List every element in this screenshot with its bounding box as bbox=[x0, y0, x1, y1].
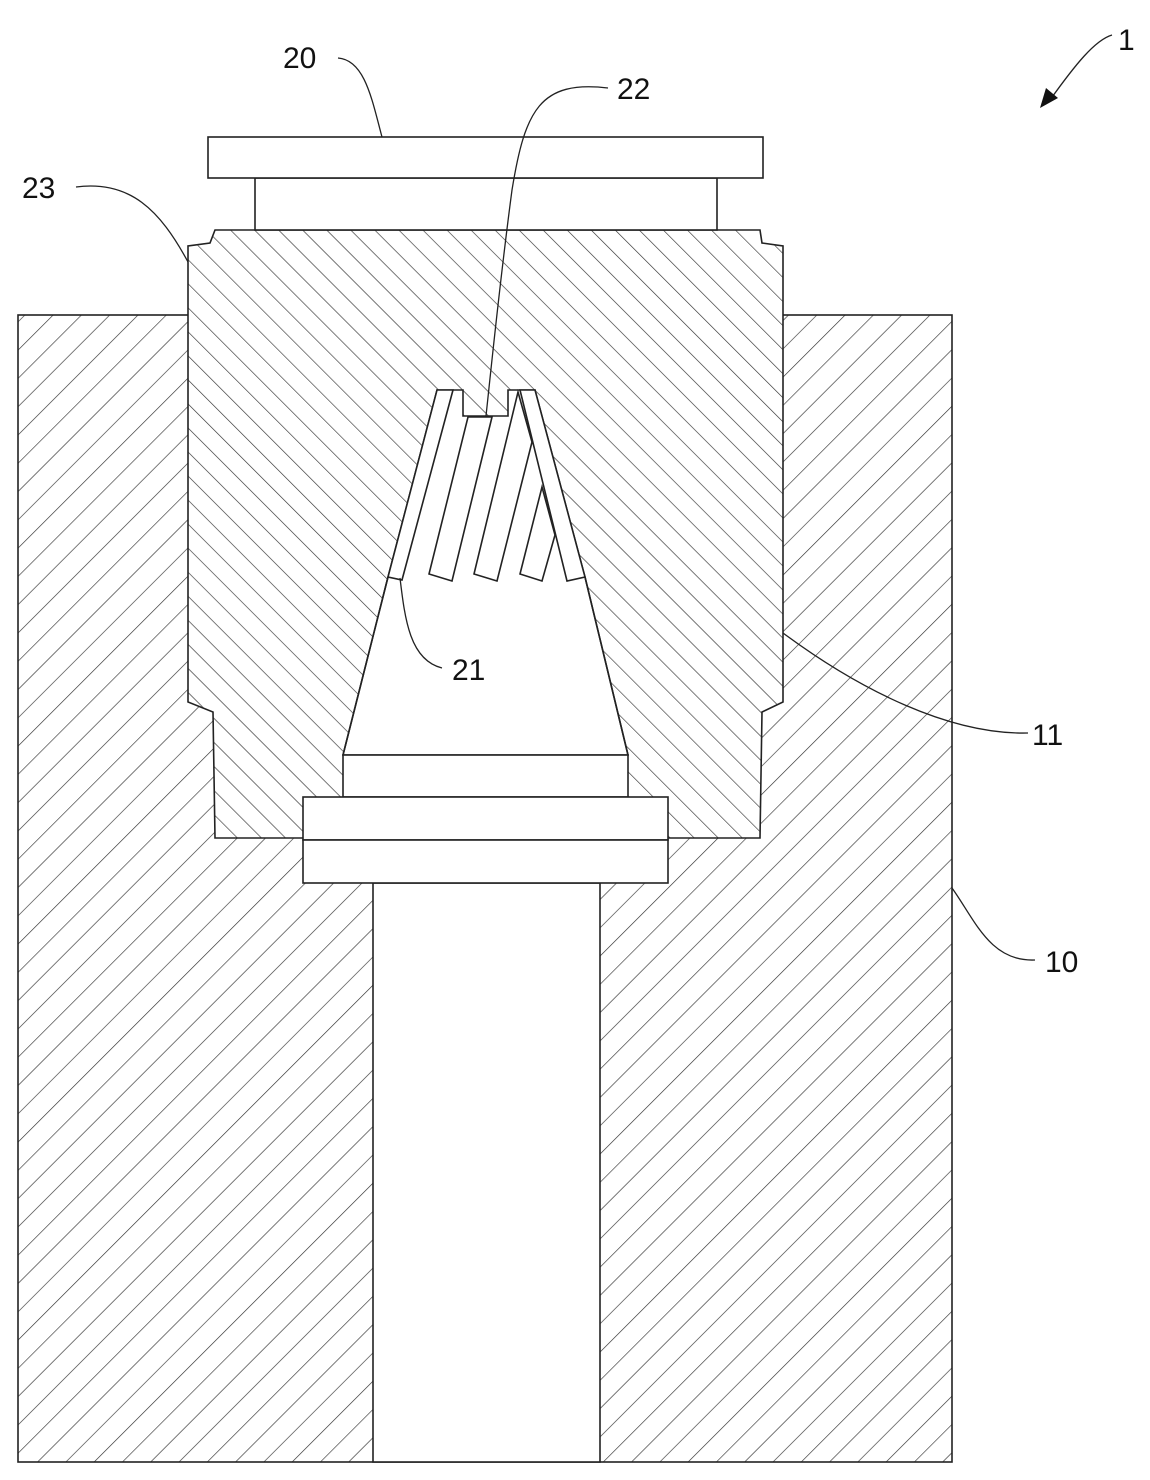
label-11: 11 bbox=[1032, 719, 1063, 752]
cap-20 bbox=[208, 137, 763, 230]
label-22: 22 bbox=[617, 73, 650, 106]
arrowhead-icon bbox=[1040, 88, 1058, 108]
label-23: 23 bbox=[22, 172, 55, 205]
label-10: 10 bbox=[1045, 946, 1078, 979]
label-1: 1 bbox=[1118, 24, 1135, 57]
base-flange bbox=[303, 755, 668, 883]
label-20: 20 bbox=[283, 42, 316, 75]
bore bbox=[373, 883, 600, 1462]
label-21: 21 bbox=[452, 654, 485, 687]
